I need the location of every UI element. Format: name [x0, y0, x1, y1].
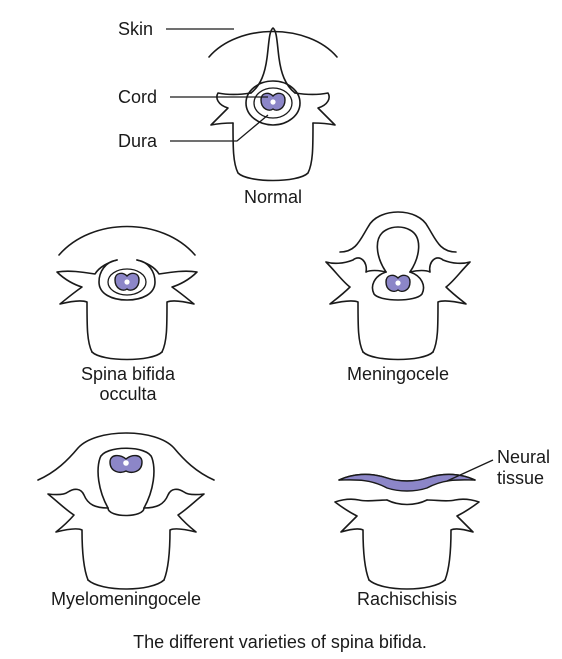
vertebral-arch-left [47, 488, 109, 581]
central-canal [395, 280, 401, 286]
spina-bifida-label-line2: occulta [99, 384, 157, 404]
vertebral-arch-left [325, 257, 387, 353]
neural-tissue-leader [446, 459, 494, 482]
vertebral-body [87, 579, 165, 590]
tissue-label: tissue [497, 468, 544, 488]
central-canal [124, 279, 130, 285]
dura [107, 268, 147, 296]
normal-label: Normal [244, 187, 302, 207]
vertebral-arch-right [143, 488, 205, 581]
dura-label: Dura [118, 131, 158, 151]
transverse-process-right [294, 92, 336, 126]
skin-sac [339, 211, 457, 253]
dura-leader [170, 114, 269, 142]
vertebral-arch-left [334, 498, 388, 581]
skin-sac [37, 432, 215, 481]
vertebral-arch-right [409, 257, 471, 353]
vertebral-arch-right [426, 498, 480, 581]
vertebral-body [362, 351, 434, 361]
neural-label: Neural [497, 447, 550, 467]
cord-label: Cord [118, 87, 157, 107]
vertebral-body [368, 579, 446, 590]
transverse-process-left [210, 92, 252, 126]
vertebral-body [232, 122, 314, 182]
spina-bifida-label-line1: Spina bifida [81, 364, 176, 384]
neural-tissue [338, 473, 476, 492]
skin-arc [58, 225, 196, 256]
figure-caption: The different varieties of spina bifida. [133, 632, 427, 652]
vertebral-arch-left [56, 259, 118, 353]
skin-arc [208, 30, 338, 58]
rachischisis-figure [334, 473, 480, 590]
spinous-process [250, 27, 296, 94]
spinal-canal [371, 271, 425, 301]
vertebral-body [91, 351, 163, 361]
dura [253, 87, 293, 119]
skin-label: Skin [118, 19, 153, 39]
myelomeningocele-label: Myelomeningocele [51, 589, 201, 609]
normal-figure [208, 27, 338, 182]
meninges-sac [376, 226, 420, 273]
vertebral-canal-open [386, 499, 428, 506]
central-canal [123, 460, 129, 466]
spinal-canal [245, 80, 301, 126]
spina-bifida-occulta-figure [56, 225, 198, 361]
rachischisis-label: Rachischisis [357, 589, 457, 609]
meningocele-label: Meningocele [347, 364, 449, 384]
central-canal [270, 99, 276, 105]
meningocele-figure [325, 211, 471, 361]
spinal-canal [98, 259, 156, 301]
myelomeningocele-figure [37, 432, 215, 590]
vertebral-arch-right [136, 259, 198, 353]
meninges-sac [97, 447, 155, 509]
spinal-canal-floor [107, 507, 145, 517]
